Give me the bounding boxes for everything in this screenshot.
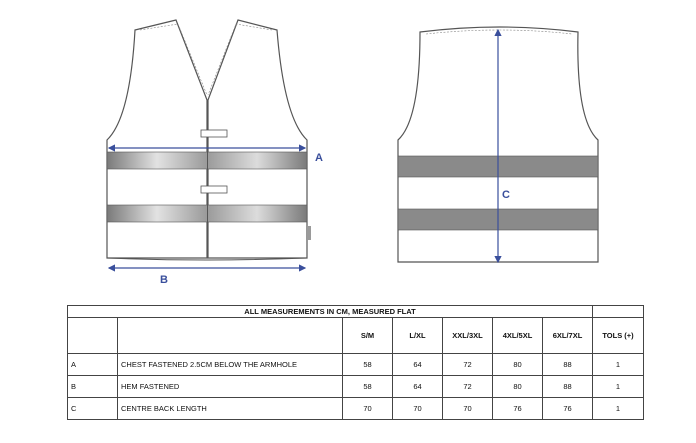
row-key: A <box>67 353 118 376</box>
header-size-xxl-3xl: XXL/3XL <box>442 317 493 354</box>
header-tolerance: TOLS (+) <box>592 317 644 354</box>
dimension-a-label: A <box>315 152 323 164</box>
row-value: 70 <box>392 397 443 420</box>
dimension-a: A <box>107 144 323 164</box>
row-value: 64 <box>392 375 443 398</box>
row-value: 76 <box>492 397 543 420</box>
dimension-c: C <box>494 28 510 264</box>
dimension-b-label: B <box>160 274 168 286</box>
side-label-tab <box>307 226 311 240</box>
front-fastener-upper <box>200 129 228 138</box>
table-title: ALL MEASUREMENTS IN CM, MEASURED FLAT <box>67 305 593 318</box>
header-description-cell <box>117 317 343 354</box>
row-value: 80 <box>492 375 543 398</box>
header-size-4xl-5xl: 4XL/5XL <box>492 317 543 354</box>
row-value: 88 <box>542 353 593 376</box>
row-value: 72 <box>442 353 493 376</box>
row-description: CHEST FASTENED 2.5CM BELOW THE ARMHOLE <box>117 353 343 376</box>
table-row: B HEM FASTENED 58 64 72 80 88 1 <box>67 375 644 398</box>
row-value: 58 <box>342 375 393 398</box>
vest-front-view <box>106 19 311 261</box>
header-size-s-m: S/M <box>342 317 393 354</box>
row-value: 70 <box>442 397 493 420</box>
row-value: 64 <box>392 353 443 376</box>
dimension-c-label: C <box>502 189 510 201</box>
table-title-spacer <box>592 305 644 318</box>
table-row: A CHEST FASTENED 2.5CM BELOW THE ARMHOLE… <box>67 353 644 376</box>
row-value: 72 <box>442 375 493 398</box>
measurement-table: ALL MEASUREMENTS IN CM, MEASURED FLAT S/… <box>67 305 644 420</box>
row-description: HEM FASTENED <box>117 375 343 398</box>
header-key-cell <box>67 317 118 354</box>
vest-technical-drawing: A B C <box>106 19 599 286</box>
header-size-6xl-7xl: 6XL/7XL <box>542 317 593 354</box>
front-left-panel <box>106 19 208 259</box>
row-value: 1 <box>592 375 644 398</box>
row-description: CENTRE BACK LENGTH <box>117 397 343 420</box>
row-value: 1 <box>592 397 644 420</box>
row-value: 80 <box>492 353 543 376</box>
row-value: 58 <box>342 353 393 376</box>
row-value: 1 <box>592 353 644 376</box>
row-value: 76 <box>542 397 593 420</box>
table-row: C CENTRE BACK LENGTH 70 70 70 76 76 1 <box>67 397 644 420</box>
front-fastener-lower <box>200 185 228 194</box>
row-value: 70 <box>342 397 393 420</box>
row-value: 88 <box>542 375 593 398</box>
header-size-l-xl: L/XL <box>392 317 443 354</box>
row-key: C <box>67 397 118 420</box>
row-key: B <box>67 375 118 398</box>
dimension-b: B <box>107 264 307 286</box>
front-right-panel <box>207 19 308 259</box>
